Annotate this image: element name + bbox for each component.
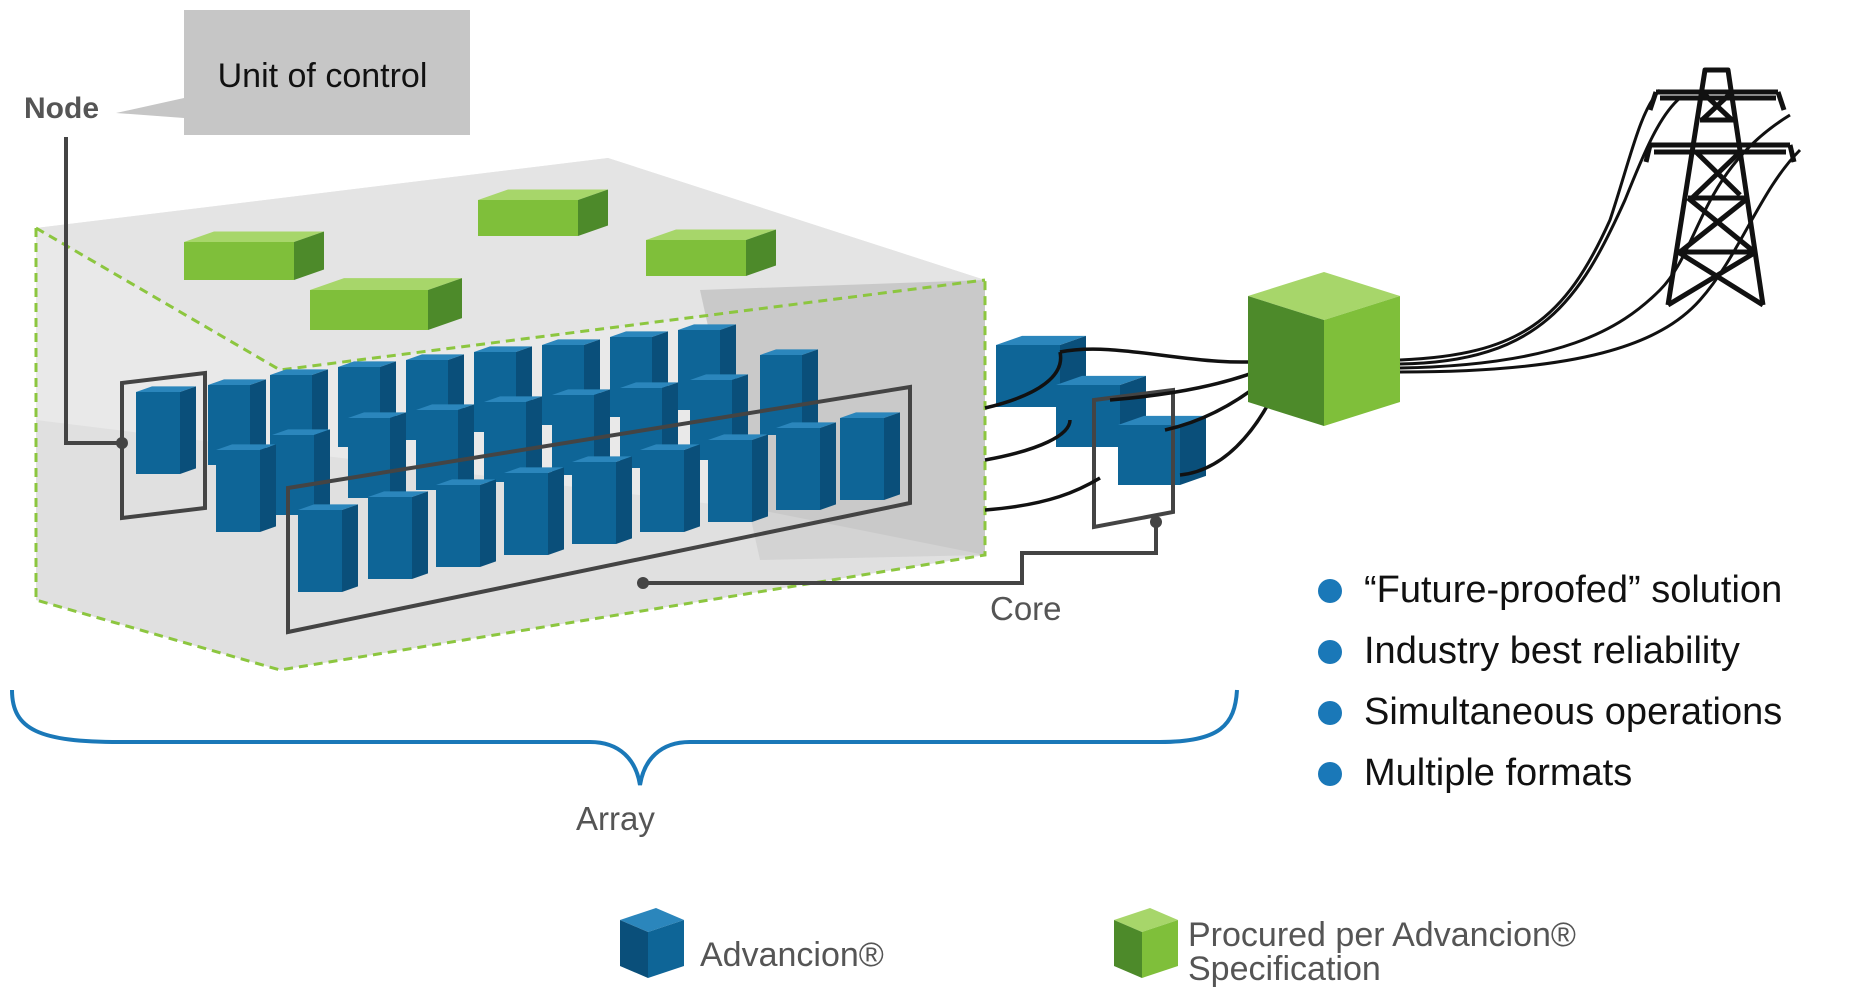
roof-module-3 (646, 229, 776, 276)
roof-module-1 (184, 231, 324, 280)
core-bracket (286, 384, 912, 635)
battery-cube (416, 404, 474, 490)
outside-core-bracket (1092, 387, 1175, 530)
array-label: Array (576, 800, 655, 837)
legend-procured: Procured per Advancion® Specification (1112, 910, 1628, 986)
battery-cube (272, 429, 330, 515)
enclosure-cables (984, 347, 1288, 512)
outside-battery-cube (996, 335, 1086, 407)
bullet-icon (1318, 761, 1342, 786)
battery-cube (368, 491, 428, 579)
legend-advancion-icon (620, 908, 684, 978)
core-connector-dot-right (1150, 516, 1162, 528)
battery-cubes (136, 324, 900, 592)
battery-cube (840, 412, 900, 500)
battery-cube (760, 349, 818, 435)
legend-procured-label: Procured per Advancion® Specification (1188, 916, 1576, 988)
roof-modules (184, 189, 776, 330)
benefits-list: “Future-proofed” solution Industry best … (1318, 560, 1782, 804)
battery-cube (504, 467, 564, 555)
battery-cube (552, 389, 610, 475)
benefit-text: Multiple formats (1364, 752, 1633, 794)
bullet-icon (1318, 639, 1342, 664)
grid-cables (1399, 88, 1802, 374)
battery-cube (708, 434, 768, 522)
benefit-text: Industry best reliability (1364, 630, 1740, 672)
list-item: Multiple formats (1318, 743, 1782, 804)
roof-module-2 (478, 189, 608, 236)
core-connector (643, 520, 1158, 585)
battery-cube (348, 412, 406, 498)
legend-advancion-label: Advancion® (700, 936, 884, 974)
core-connector-dot-left (637, 577, 649, 589)
array-brace (10, 689, 1239, 786)
bullet-icon (1318, 700, 1342, 725)
battery-cube (136, 386, 196, 474)
battery-cube (640, 444, 700, 532)
list-item: Simultaneous operations (1318, 682, 1782, 743)
legend-procured-icon (1114, 908, 1178, 978)
node-bracket (120, 370, 207, 521)
roof-module-4 (310, 278, 462, 330)
node-connector-dot (116, 437, 128, 449)
battery-cube (572, 456, 632, 544)
transmission-tower-icon (1643, 67, 1797, 308)
transformer-cube (1248, 272, 1400, 426)
battery-cube (776, 422, 836, 510)
node-connector (64, 137, 122, 445)
callout-box (116, 10, 470, 135)
node-label: Node (24, 92, 99, 125)
battery-cube (216, 444, 276, 532)
battery-cube (436, 479, 496, 567)
legend-advancion: Advancion® (618, 910, 884, 972)
list-item: “Future-proofed” solution (1318, 560, 1782, 621)
battery-cube (298, 504, 358, 592)
list-item: Industry best reliability (1318, 621, 1782, 682)
core-label: Core (990, 590, 1062, 627)
benefit-text: Simultaneous operations (1364, 691, 1783, 733)
battery-cube (484, 396, 542, 482)
bullet-icon (1318, 578, 1342, 603)
benefit-text: “Future-proofed” solution (1364, 569, 1783, 611)
outside-battery-cube (1118, 415, 1206, 485)
